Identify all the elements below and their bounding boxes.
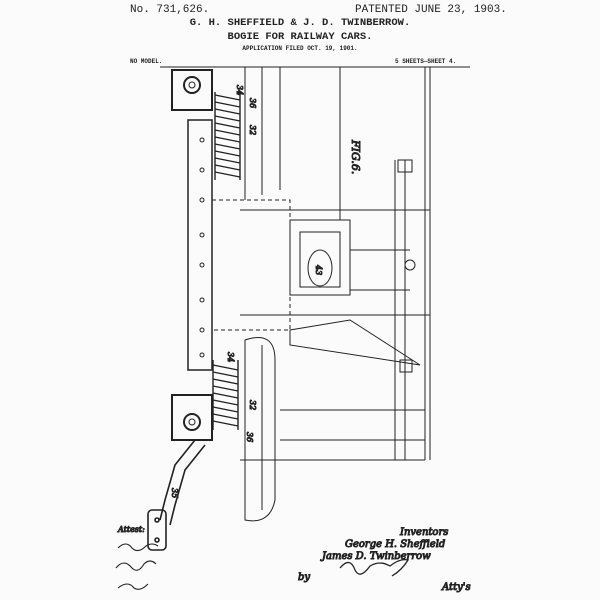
inventors-heading: G. H. SHEFFIELD & J. D. TWINBERROW.	[189, 17, 411, 29]
ref-36: 36	[248, 98, 257, 108]
attorney-signature	[339, 558, 410, 577]
ref-34b: 34	[226, 352, 235, 362]
brake-linkage	[147, 439, 206, 551]
spring-top	[214, 92, 241, 180]
vertical-members	[339, 67, 431, 460]
patent-date: PATENTED JUNE 23, 1903.	[355, 4, 507, 16]
ref-35: 35	[170, 488, 179, 498]
side-frame	[187, 119, 291, 371]
patent-number: No. 731,626.	[130, 4, 210, 16]
attest-label: Attest:	[117, 525, 145, 534]
by-label: by	[298, 572, 310, 583]
spring-bottom	[212, 360, 239, 430]
inventor-1-signature: George H. Sheffield	[345, 539, 445, 550]
ref-43: 43	[314, 264, 323, 275]
attorney-label: Atty's	[441, 582, 471, 593]
wheel-top	[244, 67, 281, 200]
wheel-bottom	[244, 337, 276, 522]
ref-32b: 32	[248, 400, 257, 410]
inventor-2-signature: James D. Twinberrow	[320, 551, 431, 562]
figure-label: FIG.6.	[349, 139, 362, 174]
sheet-number: 5 SHEETS—SHEET 4.	[395, 58, 457, 65]
filing-date: APPLICATION FILED OCT. 19, 1901.	[242, 45, 358, 52]
axlebox-bottom	[171, 394, 213, 441]
ref-34: 34	[235, 85, 244, 95]
axle	[280, 409, 425, 441]
patent-title: BOGIE FOR RAILWAY CARS.	[227, 31, 373, 43]
model-note: NO MODEL.	[130, 58, 163, 65]
ref-36b: 36	[245, 432, 254, 442]
axlebox-top	[171, 69, 213, 111]
bolster	[240, 209, 430, 366]
witness-signatures	[115, 543, 159, 590]
ref-32: 32	[248, 125, 257, 135]
inventors-label: Inventors	[399, 527, 448, 538]
